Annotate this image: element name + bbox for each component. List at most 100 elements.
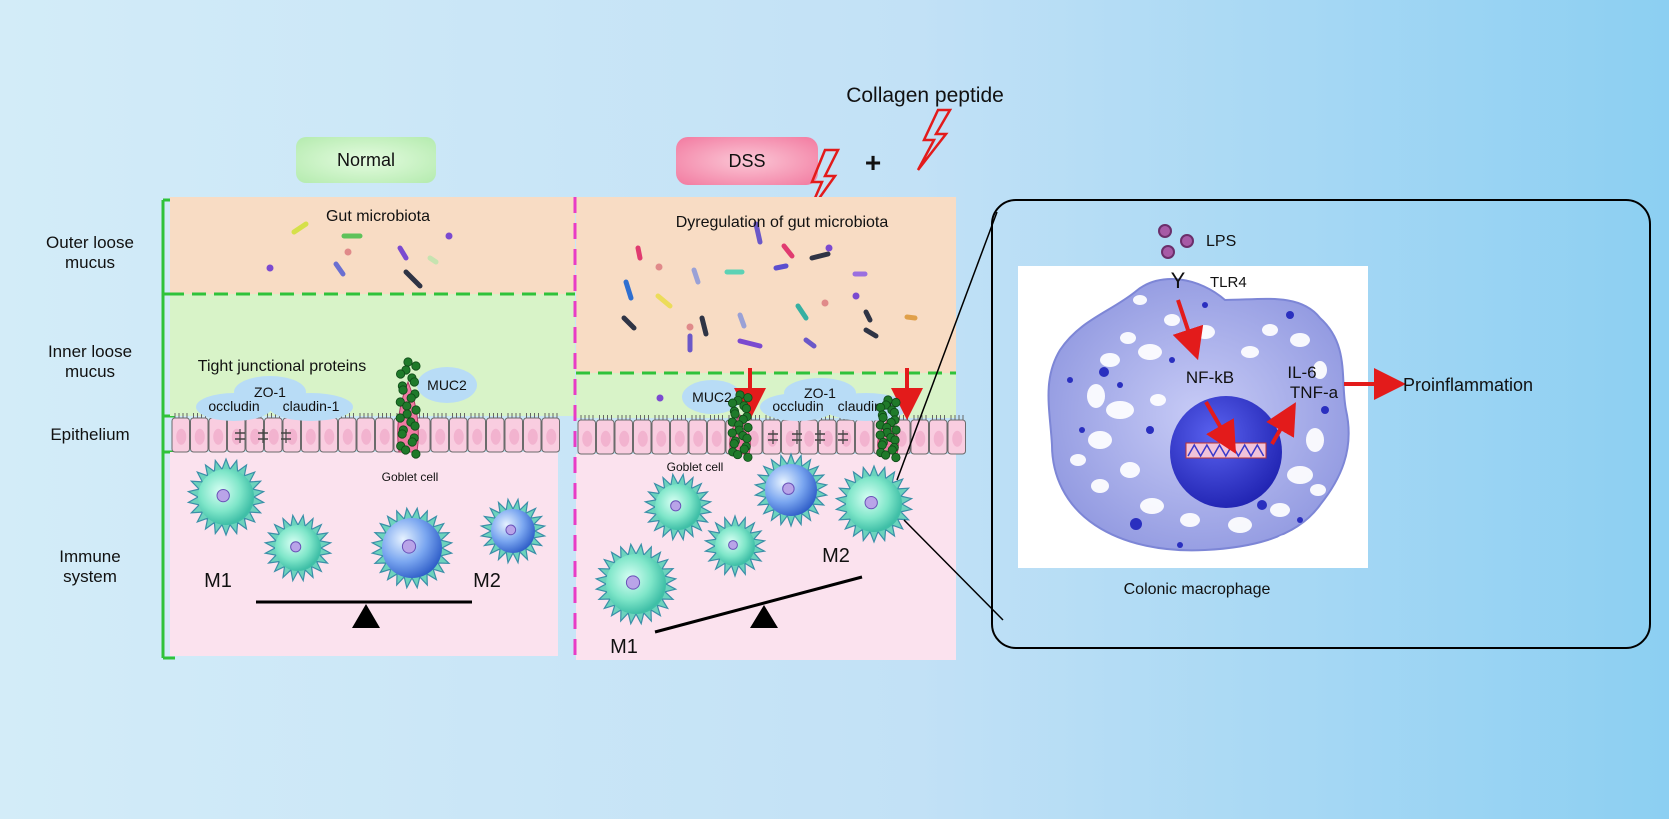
- epithelial-cell: [614, 415, 633, 455]
- macrophage-cell-icon: [643, 472, 713, 542]
- bacterium: [635, 245, 643, 261]
- microbe-dot: [344, 248, 352, 256]
- tlr4-label: TLR4: [1210, 274, 1247, 291]
- m2-dss: M2: [822, 545, 850, 567]
- vacuole: [1310, 484, 1326, 496]
- granule-dot: [1130, 518, 1142, 530]
- vacuole: [1180, 513, 1200, 527]
- mucin-granule: [730, 409, 740, 419]
- vacuole: [1100, 353, 1120, 367]
- macrophage-caption: Colonic macrophage: [1124, 581, 1271, 598]
- vacuole: [1270, 503, 1290, 517]
- muc2-dss: MUC2: [692, 389, 732, 405]
- goblet-label-dss: Goblet cell: [667, 460, 724, 474]
- mucin-granule: [411, 361, 421, 371]
- epithelial-cell: [947, 415, 966, 455]
- epithelial-cell: [541, 413, 560, 453]
- epithelial-cell: [375, 413, 394, 453]
- outer-mucus-label-2: mucus: [65, 253, 115, 272]
- mucin-granule: [887, 445, 897, 455]
- mucin-granule: [890, 435, 900, 445]
- epithelial-cell: [596, 415, 615, 455]
- vacuole: [1088, 431, 1112, 449]
- tnfa-label: TNF-a: [1290, 383, 1339, 402]
- vacuole: [1164, 314, 1180, 326]
- immune-cells-dss: [594, 452, 914, 626]
- granule-dot: [1079, 427, 1085, 433]
- macrophage-cell-icon: [594, 542, 678, 626]
- granule-dot: [1286, 311, 1294, 319]
- mucin-granule: [406, 393, 416, 403]
- arrow-nfkb-nucleus: [1204, 400, 1237, 454]
- mucin-granule: [881, 450, 891, 460]
- outer-mucus-label-1: Outer loose: [46, 233, 134, 252]
- vacuole: [1306, 428, 1324, 452]
- epithelial-cell: [264, 413, 283, 453]
- collagen-label: Collagen peptide: [846, 84, 1004, 107]
- epithelial-cell: [486, 413, 505, 453]
- plus-sign: +: [865, 147, 881, 178]
- microbe-dot: [266, 264, 274, 272]
- lightning-icon-collagen: [916, 108, 953, 171]
- epithelial-cell: [171, 413, 190, 453]
- macrophage-cell-icon: [834, 464, 914, 544]
- microbe-dot: [445, 232, 453, 240]
- macrophage-cell-icon: [753, 452, 829, 528]
- macrophage-cell-icon: [703, 514, 767, 578]
- vacuole: [1241, 346, 1259, 358]
- mucin-granule: [401, 445, 411, 455]
- epithelium-normal: [171, 413, 560, 453]
- lightning-icon-dss: [806, 148, 841, 215]
- epithelial-cell: [818, 415, 837, 455]
- epithelial-cell: [523, 413, 542, 453]
- immune-label-1: Immune: [59, 547, 120, 566]
- zo1-dss: ZO-1: [804, 385, 836, 401]
- microbe-dot: [655, 263, 663, 271]
- inner-mucus-label-2: mucus: [65, 362, 115, 381]
- bacterium: [781, 243, 795, 259]
- mucin-granule: [877, 440, 887, 450]
- microbiota-normal: [266, 221, 453, 289]
- bacterium: [737, 312, 747, 329]
- mucin-granule: [411, 405, 421, 415]
- balance-dss: [654, 575, 863, 634]
- occludin-normal: occludin: [208, 398, 259, 414]
- dss-badge: [676, 137, 818, 185]
- vacuole: [1262, 324, 1278, 336]
- dysregulation-label: Dyregulation of gut microbiota: [676, 214, 889, 231]
- goblet-label-normal: Goblet cell: [382, 470, 439, 484]
- granule-dot: [1257, 500, 1267, 510]
- epithelial-cell: [929, 415, 948, 455]
- arrow-tlr4-nfkb: [1172, 299, 1204, 361]
- vacuole: [1150, 394, 1166, 406]
- balance-normal: [256, 600, 472, 628]
- macrophage-cell-icon: [263, 513, 333, 583]
- gut-microbiota-label: Gut microbiota: [326, 208, 430, 225]
- mucin-granule: [411, 449, 421, 459]
- bacterium: [795, 303, 809, 321]
- epithelial-cell: [633, 415, 652, 455]
- epithelial-cell: [670, 415, 689, 455]
- mucin-granule: [398, 385, 408, 395]
- mucin-granule: [875, 402, 886, 413]
- bacterium: [623, 279, 634, 301]
- nfkb-label: NF-kB: [1186, 368, 1234, 387]
- microbe-dot: [821, 299, 829, 307]
- occludin-dss: occludin: [772, 398, 823, 414]
- bacterium: [403, 269, 423, 289]
- mucin-granule: [409, 377, 419, 387]
- bacterium: [737, 338, 763, 349]
- bacterium: [621, 315, 637, 331]
- mucin-granule: [727, 428, 737, 438]
- vacuole: [1287, 466, 1313, 484]
- bacterium: [809, 251, 831, 261]
- tlr4-receptor-icon: Y: [1171, 268, 1186, 293]
- vacuole: [1087, 384, 1105, 408]
- granule-dot: [1099, 367, 1109, 377]
- microbe-dot: [825, 244, 833, 252]
- macrophage-cell-icon: [370, 506, 454, 590]
- granule-dot: [1177, 542, 1183, 548]
- claudin-normal: claudin-1: [283, 398, 340, 414]
